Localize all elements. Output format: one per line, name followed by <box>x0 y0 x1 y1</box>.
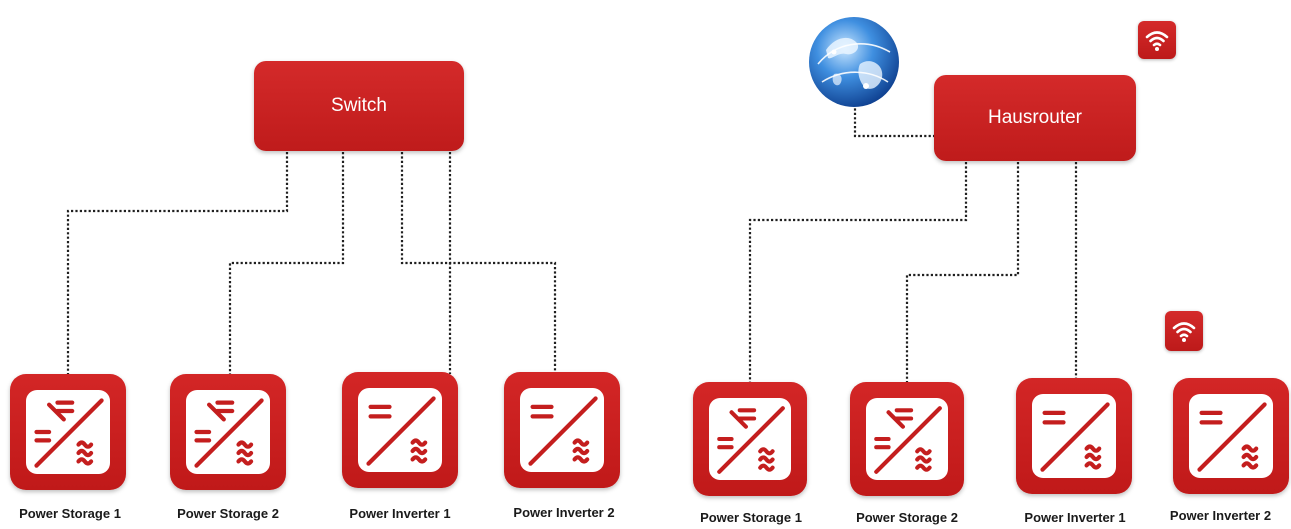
right-power-storage-2-device <box>850 382 964 496</box>
wifi-icon <box>1138 21 1176 59</box>
inverter-icon <box>1032 394 1116 478</box>
left-label-inverter-2: Power Inverter 2 <box>513 505 615 520</box>
right-label-storage-2: Power Storage 2 <box>856 510 958 525</box>
right-label-inverter-1: Power Inverter 1 <box>1024 510 1126 525</box>
wire-router-storage-2 <box>905 162 1020 384</box>
wire-switch-storage-2 <box>228 152 345 378</box>
hausrouter-box: Hausrouter <box>934 75 1136 161</box>
inverter-icon <box>1189 394 1273 478</box>
wire-switch-storage-1 <box>66 152 289 378</box>
right-power-storage-1-device <box>693 382 807 496</box>
right-power-inverter-1-device <box>1016 378 1132 494</box>
battery-storage-icon <box>709 398 791 480</box>
inverter-icon <box>358 388 442 472</box>
wire-router-storage-1 <box>748 162 968 384</box>
left-power-storage-2-device <box>170 374 286 490</box>
inverter-icon <box>520 388 604 472</box>
wire-switch-inverter-1 <box>400 152 452 374</box>
battery-storage-icon <box>26 390 110 474</box>
battery-storage-icon <box>866 398 948 480</box>
left-label-storage-1: Power Storage 1 <box>19 506 121 521</box>
switch-label: Switch <box>331 95 387 116</box>
left-power-storage-1-device <box>10 374 126 490</box>
left-label-storage-2: Power Storage 2 <box>177 506 279 521</box>
globe-icon <box>804 12 904 112</box>
left-label-inverter-1: Power Inverter 1 <box>349 506 451 521</box>
right-label-storage-1: Power Storage 1 <box>700 510 802 525</box>
wire-switch-inverter-2 <box>448 152 557 374</box>
wire-router-globe <box>853 104 934 138</box>
battery-storage-icon <box>186 390 270 474</box>
right-label-inverter-2: Power Inverter 2 <box>1169 508 1272 523</box>
left-power-inverter-2-device <box>504 372 620 488</box>
right-power-inverter-2-device <box>1173 378 1289 494</box>
hausrouter-label: Hausrouter <box>988 107 1082 128</box>
wifi-icon <box>1165 311 1203 351</box>
switch-box: Switch <box>254 61 464 151</box>
left-power-inverter-1-device <box>342 372 458 488</box>
